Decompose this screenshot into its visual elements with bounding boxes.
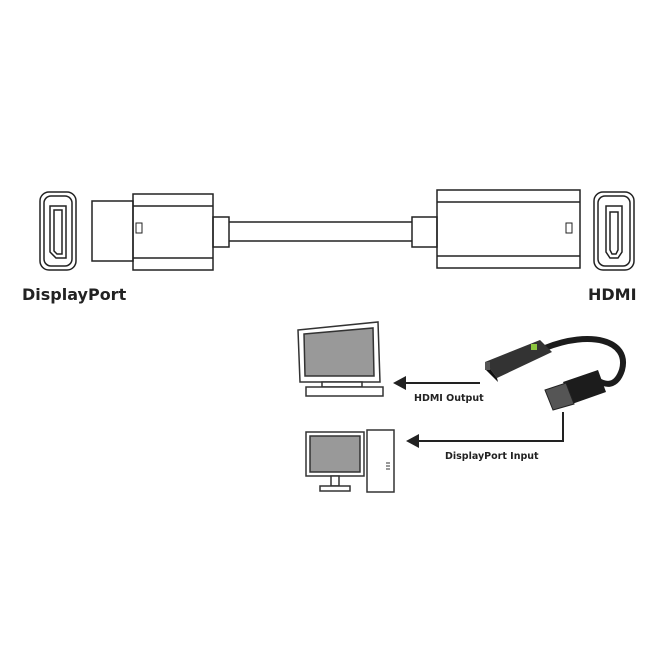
hdmi-output-arrow (393, 376, 480, 390)
cable (229, 221, 412, 242)
hdmi-output-label: HDMI Output (414, 393, 484, 404)
desktop-computer-icon (305, 429, 395, 493)
tv-monitor-icon (297, 321, 384, 397)
hdmi-port-icon (593, 191, 635, 271)
displayport-input-arrow (406, 412, 564, 448)
hdmi-adapter-icon (411, 189, 581, 269)
adapter-product-image (485, 336, 626, 411)
displayport-input-label: DisplayPort Input (445, 451, 539, 462)
displayport-label: DisplayPort (22, 285, 127, 304)
displayport-plug-icon (91, 193, 230, 271)
displayport-port-icon (39, 191, 77, 271)
hdmi-label: HDMI (588, 285, 637, 304)
